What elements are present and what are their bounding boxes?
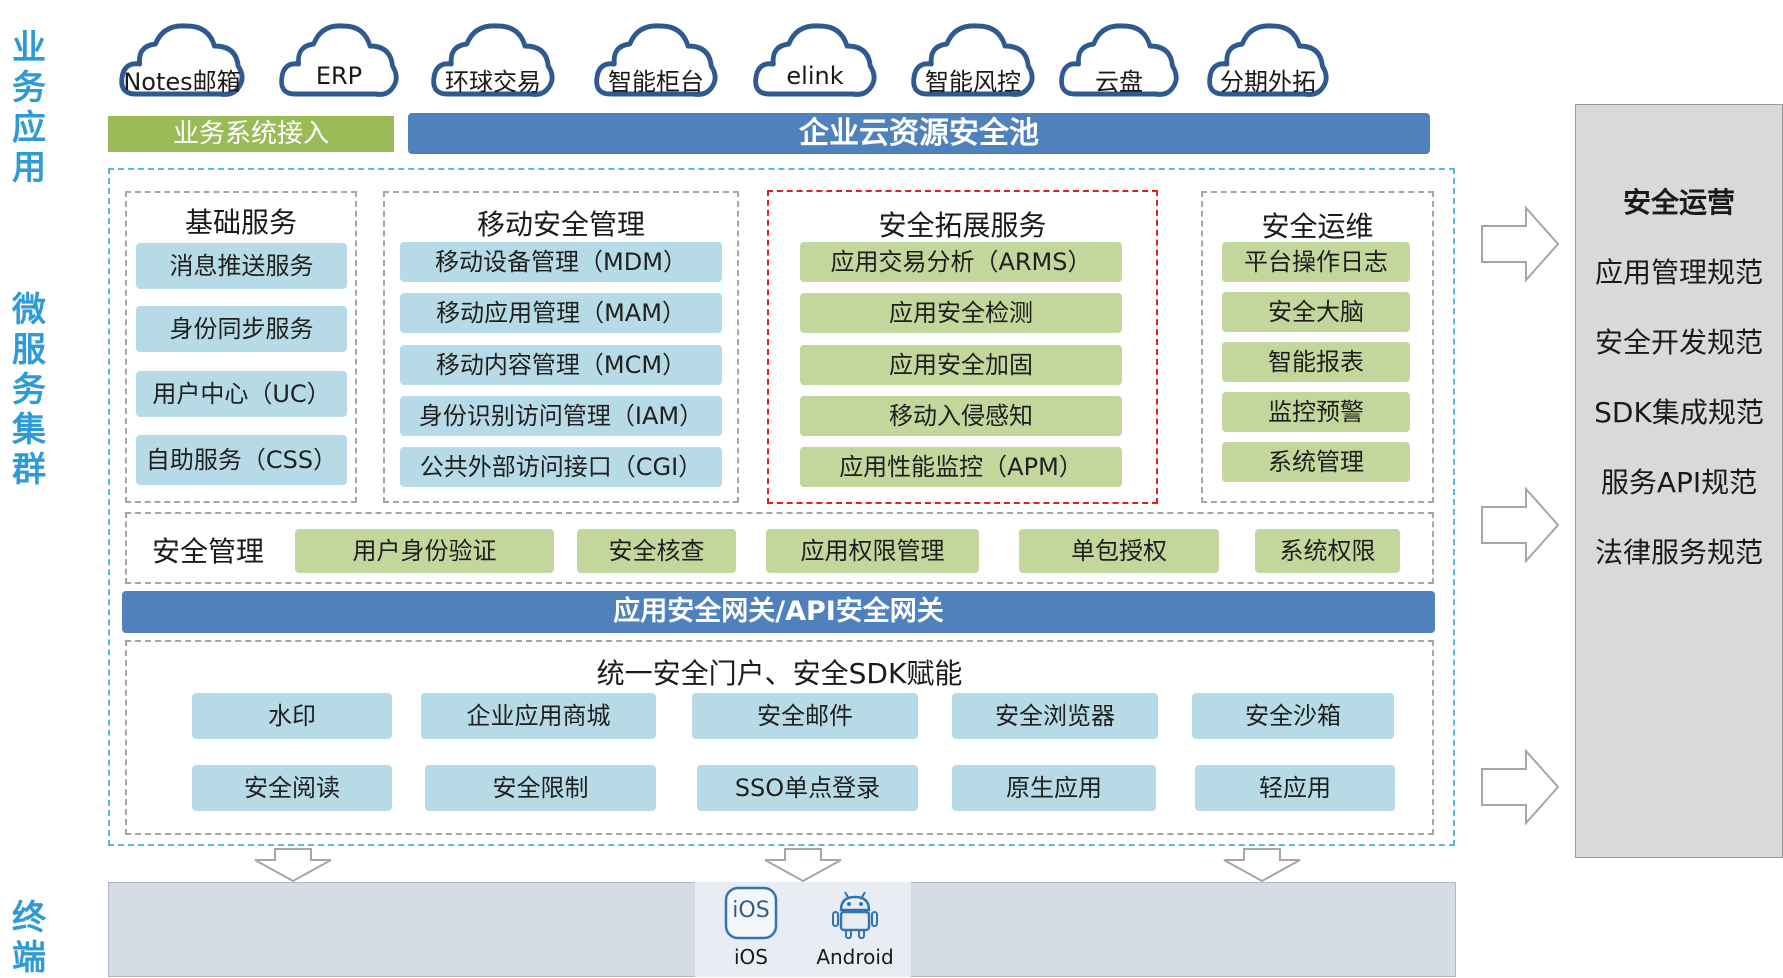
security-ops-panel: 安全运维 bbox=[1201, 191, 1434, 503]
security-management-item: 用户身份验证 bbox=[295, 529, 554, 573]
security-extension-panel: 安全拓展服务 bbox=[767, 190, 1158, 504]
portal-item: 原生应用 bbox=[952, 765, 1156, 811]
security-extension-item: 应用安全检测 bbox=[800, 293, 1122, 333]
portal-item: 企业应用商城 bbox=[421, 693, 656, 739]
security-ops-item: 系统管理 bbox=[1222, 442, 1410, 482]
terminal-label: 终端 bbox=[12, 898, 46, 978]
android-icon bbox=[830, 886, 880, 940]
app-cloud-label: 智能风控 bbox=[925, 68, 1021, 96]
right-item: 安全开发规范 bbox=[1594, 326, 1763, 359]
security-extension-title: 安全拓展服务 bbox=[878, 209, 1047, 242]
app-cloud-label: ERP bbox=[315, 62, 363, 90]
portal-item: 安全限制 bbox=[425, 765, 656, 811]
android-label: Android bbox=[816, 945, 894, 969]
security-management-item: 系统权限 bbox=[1255, 529, 1400, 573]
right-item: 应用管理规范 bbox=[1594, 256, 1763, 289]
microservice-cluster-box bbox=[108, 168, 1455, 846]
security-ops-item: 平台操作日志 bbox=[1222, 242, 1410, 282]
mobile-security-item: 移动应用管理（MAM） bbox=[400, 293, 722, 333]
basic-service-item: 消息推送服务 bbox=[136, 243, 347, 289]
security-gateway-bar: 应用安全网关/API安全网关 bbox=[122, 591, 1435, 633]
unified-portal-title: 统一安全门户、安全SDK赋能 bbox=[596, 657, 963, 690]
security-extension-item: 应用交易分析（ARMS） bbox=[800, 242, 1122, 282]
app-cloud-label: elink bbox=[786, 62, 844, 90]
security-management-row: 安全管理 bbox=[125, 512, 1434, 584]
down-arrow bbox=[253, 848, 333, 882]
app-cloud: 分期外拓 bbox=[1206, 18, 1330, 100]
basic-service-item: 用户中心（UC） bbox=[136, 371, 347, 417]
mobile-security-item: 公共外部访问接口（CGI） bbox=[400, 447, 722, 487]
microservice-cluster-label: 微服务集群 bbox=[12, 290, 46, 490]
portal-item: SSO单点登录 bbox=[697, 765, 918, 811]
security-ops-item: 安全大脑 bbox=[1222, 292, 1410, 332]
security-operations-panel: 安全运营 应用管理规范 安全开发规范 SDK集成规范 服务API规范 法律服务规… bbox=[1575, 104, 1783, 858]
app-cloud-label: 云盘 bbox=[1095, 68, 1143, 96]
business-app-label: 业务应用 bbox=[12, 28, 46, 188]
security-extension-item: 移动入侵感知 bbox=[800, 396, 1122, 436]
app-cloud: elink bbox=[752, 18, 878, 100]
security-extension-item: 应用安全加固 bbox=[800, 345, 1122, 385]
portal-item: 安全浏览器 bbox=[952, 693, 1158, 739]
mobile-security-panel: 移动安全管理 bbox=[383, 191, 739, 503]
security-ops-title: 安全运维 bbox=[1261, 210, 1374, 243]
security-ops-item: 智能报表 bbox=[1222, 342, 1410, 382]
basic-services-title: 基础服务 bbox=[184, 206, 297, 239]
app-cloud: ERP bbox=[278, 18, 400, 100]
security-extension-item: 应用性能监控（APM） bbox=[800, 447, 1122, 487]
security-management-item: 安全核查 bbox=[577, 529, 736, 573]
mobile-security-title: 移动安全管理 bbox=[476, 208, 645, 241]
app-cloud-label: 分期外拓 bbox=[1220, 68, 1316, 96]
ios-icon-text: iOS bbox=[732, 898, 770, 923]
app-cloud-label: 智能柜台 bbox=[608, 68, 704, 96]
right-item: SDK集成规范 bbox=[1594, 396, 1764, 429]
basic-services-panel: 基础服务 bbox=[125, 191, 357, 503]
basic-service-item: 身份同步服务 bbox=[136, 306, 347, 352]
app-cloud: 云盘 bbox=[1058, 18, 1180, 100]
mobile-security-item: 移动内容管理（MCM） bbox=[400, 345, 722, 385]
portal-item: 安全邮件 bbox=[692, 693, 918, 739]
app-cloud: 智能柜台 bbox=[593, 18, 719, 100]
business-access-bar: 业务系统接入 bbox=[108, 116, 394, 152]
security-management-item: 应用权限管理 bbox=[766, 529, 979, 573]
down-arrow bbox=[1222, 848, 1302, 882]
resource-pool-bar: 企业云资源安全池 bbox=[408, 113, 1430, 154]
mobile-security-item: 身份识别访问管理（IAM） bbox=[400, 396, 722, 436]
right-arrow bbox=[1480, 487, 1560, 563]
app-cloud: Notes邮箱 bbox=[118, 18, 246, 100]
basic-service-item: 自助服务（CSS） bbox=[136, 435, 347, 485]
right-arrow bbox=[1480, 206, 1560, 282]
right-arrow bbox=[1480, 749, 1560, 825]
portal-item: 轻应用 bbox=[1195, 765, 1395, 811]
mobile-security-item: 移动设备管理（MDM） bbox=[400, 242, 722, 282]
security-ops-item: 监控预警 bbox=[1222, 392, 1410, 432]
ios-icon: iOS bbox=[724, 886, 778, 940]
app-cloud: 智能风控 bbox=[910, 18, 1036, 100]
portal-item: 安全阅读 bbox=[192, 765, 392, 811]
security-operations-title: 安全运营 bbox=[1622, 186, 1735, 219]
ios-label: iOS bbox=[734, 945, 768, 969]
security-management-item: 单包授权 bbox=[1019, 529, 1219, 573]
security-management-title: 安全管理 bbox=[152, 535, 265, 568]
app-cloud-label: 环球交易 bbox=[445, 68, 541, 96]
unified-portal-panel: 统一安全门户、安全SDK赋能 bbox=[125, 640, 1434, 835]
right-item: 服务API规范 bbox=[1600, 466, 1758, 499]
app-cloud-label: Notes邮箱 bbox=[123, 68, 241, 96]
down-arrow bbox=[763, 848, 843, 882]
portal-item: 安全沙箱 bbox=[1192, 693, 1394, 739]
app-cloud: 环球交易 bbox=[430, 18, 556, 100]
portal-item: 水印 bbox=[192, 693, 392, 739]
right-item: 法律服务规范 bbox=[1594, 536, 1763, 569]
